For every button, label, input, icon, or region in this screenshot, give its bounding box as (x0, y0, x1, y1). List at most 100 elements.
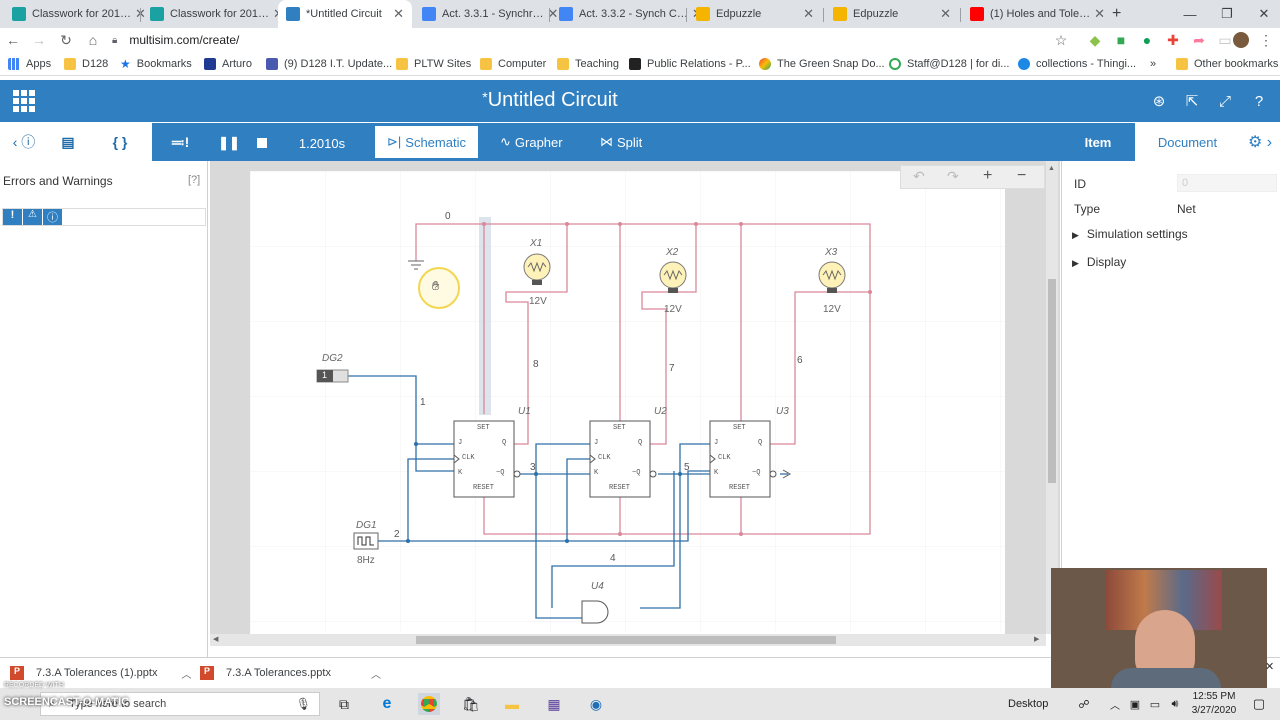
clock[interactable]: 12:55 PM 3/27/2020 (1191, 691, 1237, 716)
and-gate-u4[interactable] (581, 600, 609, 624)
task-view-button[interactable]: ⧉ (333, 693, 355, 715)
restore-button[interactable]: ❐ (1207, 0, 1247, 28)
lamp-x2[interactable] (659, 261, 687, 293)
horizontal-scroll-thumb[interactable] (416, 636, 836, 644)
tab-schematic[interactable]: ⊳|Schematic (375, 126, 478, 158)
page-title[interactable]: *Untitled Circuit (482, 89, 618, 111)
bookmark-star-button[interactable]: ☆ (1050, 30, 1072, 50)
browser-menu-button[interactable]: ⋮ (1255, 30, 1277, 50)
address-bar[interactable]: 🔒︎ multisim.com/create/ (112, 30, 1082, 50)
pause-button[interactable]: ❚❚ (218, 128, 240, 158)
redo-button[interactable]: ↷ (947, 168, 959, 185)
extension-button[interactable]: ✚ (1162, 30, 1184, 50)
bookmark-link[interactable]: (9) D128 I.T. Update... (266, 56, 392, 72)
download-item[interactable]: P 7.3.A Tolerances.pptx ︿ (200, 662, 381, 684)
browser-tab[interactable]: Classwork for 201…✕ (4, 0, 146, 28)
scroll-left-arrow[interactable]: ◀ (213, 636, 219, 643)
close-tab-icon[interactable]: ✕ (940, 6, 951, 21)
schematic-sheet[interactable]: 0 X1 X2 X3 12V 12V 12V 8 7 6 1 DG2 1 U1 … (250, 171, 1005, 641)
chrome-button[interactable] (418, 693, 440, 715)
webcam-close-button[interactable]: ✕ (1265, 660, 1274, 673)
extension-button[interactable]: ▭ (1214, 30, 1236, 50)
flip-flop-u3[interactable] (709, 420, 777, 498)
bookmark-link[interactable]: collections - Thingi... (1018, 56, 1136, 72)
file-explorer-button[interactable]: ▬ (501, 693, 523, 715)
notifications-button[interactable]: ▢ (1248, 693, 1270, 715)
browser-tab[interactable]: Edpuzzle✕ (688, 0, 822, 28)
display-section[interactable]: ▶Display (1072, 255, 1127, 269)
tray-expand-button[interactable]: ︿ (1104, 693, 1126, 715)
store-button[interactable]: 🛍︎ (460, 693, 482, 715)
back-button[interactable]: ← (2, 30, 24, 50)
bookmark-link[interactable]: Public Relations - P... (629, 56, 751, 72)
scroll-right-arrow[interactable]: ▶ (1034, 636, 1040, 643)
close-tab-icon[interactable]: ✕ (547, 6, 559, 21)
people-button[interactable]: ☍ (1073, 693, 1095, 715)
tab-grapher[interactable]: ∿Grapher (500, 134, 563, 150)
grammarly-button[interactable]: ● (1136, 30, 1158, 50)
extension-button[interactable]: ➦ (1188, 30, 1210, 50)
browser-tab[interactable]: Edpuzzle✕ (825, 0, 959, 28)
share-button[interactable]: ⇱ (1181, 90, 1203, 112)
error-filter-button[interactable]: ! (3, 209, 22, 225)
flip-flop-u1[interactable] (453, 420, 521, 498)
browser-tab[interactable]: Act. 3.3.2 - Synch C…✕ (551, 0, 703, 28)
bookmark-apps[interactable]: Apps (8, 56, 51, 72)
new-tab-button[interactable]: + (1104, 0, 1130, 28)
download-item[interactable]: P 7.3.A Tolerances (1).pptx ︿ (10, 662, 191, 684)
tray-app-button[interactable]: ▭ (1144, 693, 1166, 715)
tab-item[interactable]: Item (1061, 123, 1135, 161)
info-filter-button[interactable]: ⓘ (43, 209, 62, 225)
close-tab-icon[interactable]: ✕ (1094, 6, 1105, 21)
clock-source-dg1[interactable] (353, 532, 398, 550)
vertical-scroll-thumb[interactable] (1048, 279, 1056, 483)
minimize-button[interactable]: — (1170, 0, 1210, 28)
bookmark-link[interactable]: The Green Snap Do... (759, 56, 885, 72)
stop-button[interactable] (252, 128, 272, 158)
code-panel-button[interactable]: { } (88, 123, 152, 161)
app-menu-button[interactable] (12, 90, 36, 112)
zoom-out-button[interactable]: − (1017, 167, 1026, 185)
profile-avatar[interactable] (1230, 30, 1252, 50)
settings-button[interactable]: ⚙ › (1240, 123, 1280, 161)
browser-tab-active[interactable]: *Untitled Circuit✕ (278, 0, 412, 28)
reload-button[interactable]: ↻ (55, 30, 77, 50)
bookmark-folder[interactable]: D128 (64, 56, 108, 72)
close-tab-icon[interactable]: ✕ (393, 6, 404, 21)
lamp-x1[interactable] (523, 253, 551, 285)
help-link[interactable]: [?] (188, 174, 201, 186)
errors-panel-button[interactable]: ≕! (152, 123, 208, 161)
bookmark-folder[interactable]: PLTW Sites (396, 56, 471, 72)
tab-document[interactable]: Document (1135, 123, 1240, 161)
forward-button[interactable]: → (28, 30, 50, 50)
flip-flop-u2[interactable] (589, 420, 657, 498)
vertical-scrollbar[interactable]: ▲ (1046, 161, 1058, 634)
lamp-x3[interactable] (818, 261, 846, 293)
bookmark-other[interactable]: Other bookmarks (1176, 56, 1278, 72)
home-button[interactable]: ⌂ (82, 30, 104, 50)
extension-button[interactable]: ◆ (1084, 30, 1106, 50)
bookmark-folder[interactable]: ★Bookmarks (120, 57, 192, 71)
info-panel-button[interactable]: ‹ ⓘ (0, 123, 48, 161)
edge-button[interactable]: e (376, 693, 398, 715)
bookmark-folder[interactable]: Computer (480, 56, 546, 72)
browser-tab[interactable]: (1) Holes and Tole…✕ (962, 0, 1105, 28)
simulation-settings-section[interactable]: ▶Simulation settings (1072, 227, 1188, 241)
screencast-button[interactable]: ◉ (585, 693, 607, 715)
schematic-canvas[interactable]: 0 X1 X2 X3 12V 12V 12V 8 7 6 1 DG2 1 U1 … (210, 161, 1060, 641)
browser-tab[interactable]: Classwork for 201…✕ (142, 0, 284, 28)
bookmark-link[interactable]: Staff@D128 | for di... (889, 56, 1009, 72)
fullscreen-button[interactable]: ⤢ (1214, 90, 1236, 112)
help-button[interactable]: ? (1248, 90, 1270, 112)
digital-constant-dg2[interactable] (316, 369, 349, 383)
search-box[interactable]: ⌕ Type here to search 🎙︎ (40, 692, 320, 716)
document-panel-button[interactable]: ▤ (48, 123, 88, 161)
scroll-up-arrow[interactable]: ▲ (1048, 165, 1055, 172)
tab-split[interactable]: ⋈Split (600, 134, 643, 150)
zoom-in-button[interactable]: + (983, 167, 992, 185)
extension-button[interactable]: ■ (1110, 30, 1132, 50)
app-button[interactable]: ▦ (543, 693, 565, 715)
simulate-settings-button[interactable]: ⊛ (1148, 90, 1170, 112)
id-field[interactable]: 0 (1177, 174, 1277, 192)
desktop-label[interactable]: Desktop (1008, 698, 1049, 710)
